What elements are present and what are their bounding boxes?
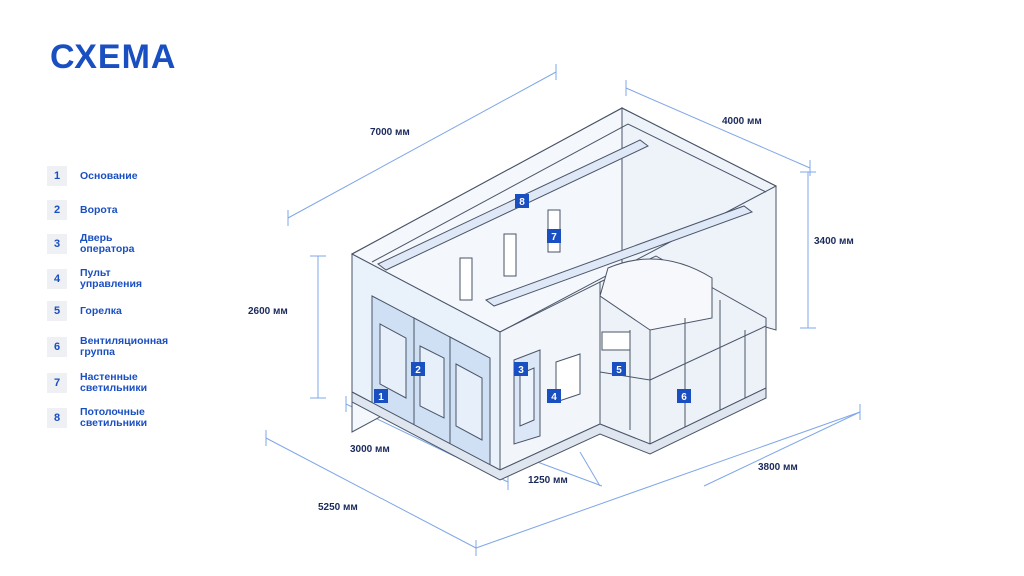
legend-label: Настенные светильники — [80, 371, 148, 394]
legend-item: 8 Потолочные светильники — [47, 407, 210, 429]
tag-ventilation: 6 — [677, 389, 691, 403]
svg-text:6: 6 — [681, 392, 687, 403]
legend-number: 2 — [47, 200, 67, 220]
dimension-length: 7000 мм — [370, 127, 410, 138]
legend-number: 1 — [47, 166, 67, 186]
legend-item: 6 Вентиляционная группа — [47, 336, 210, 358]
legend-number: 5 — [47, 301, 67, 321]
svg-text:4: 4 — [551, 392, 557, 403]
legend-label: Потолочные светильники — [80, 406, 148, 429]
tag-control-panel: 4 — [547, 389, 561, 403]
legend-number: 4 — [47, 269, 67, 289]
legend-item: 3 Дверь оператора — [47, 233, 210, 255]
legend-item: 2 Ворота — [47, 200, 210, 220]
svg-text:7: 7 — [551, 232, 557, 243]
legend-item: 7 Настенные светильники — [47, 372, 210, 394]
dimension-offset: 1250 мм — [528, 475, 568, 486]
tag-burner: 5 — [612, 362, 626, 376]
tag-wall-lights: 7 — [547, 229, 561, 243]
svg-text:5: 5 — [616, 365, 622, 376]
legend-label: Дверь оператора — [80, 232, 135, 255]
dimension-module-depth: 3800 мм — [758, 462, 798, 473]
tag-operator-door: 3 — [514, 362, 528, 376]
legend-label: Ворота — [80, 203, 118, 216]
dimension-height-total: 3400 мм — [814, 236, 854, 247]
tag-base: 1 — [374, 389, 388, 403]
legend-number: 7 — [47, 373, 67, 393]
legend-label: Горелка — [80, 304, 122, 317]
dimension-gate-width: 3000 мм — [350, 444, 390, 455]
dimension-height-gate: 2600 мм — [248, 306, 288, 317]
tag-gate: 2 — [411, 362, 425, 376]
legend-number: 3 — [47, 234, 67, 254]
legend-item: 1 Основание — [47, 166, 210, 186]
dimension-width: 4000 мм — [722, 116, 762, 127]
svg-text:8: 8 — [519, 197, 525, 208]
legend-item: 4 Пульт управления — [47, 268, 210, 290]
diagram-tags: 1 2 3 4 5 6 7 8 — [374, 194, 691, 403]
svg-text:2: 2 — [415, 365, 421, 376]
svg-text:1: 1 — [378, 392, 384, 403]
booth-frame — [350, 107, 778, 481]
legend-number: 6 — [47, 337, 67, 357]
dimension-lines — [265, 64, 861, 556]
svg-text:3: 3 — [518, 365, 524, 376]
tag-ceiling-lights: 8 — [515, 194, 529, 208]
legend-item: 5 Горелка — [47, 301, 210, 321]
legend-label: Пульт управления — [80, 267, 143, 290]
legend-label: Вентиляционная группа — [80, 335, 169, 358]
legend-number: 8 — [47, 408, 67, 428]
legend-label: Основание — [80, 169, 138, 182]
dimension-front-total: 5250 мм — [318, 502, 358, 513]
page-title: СХЕМА — [50, 38, 177, 76]
